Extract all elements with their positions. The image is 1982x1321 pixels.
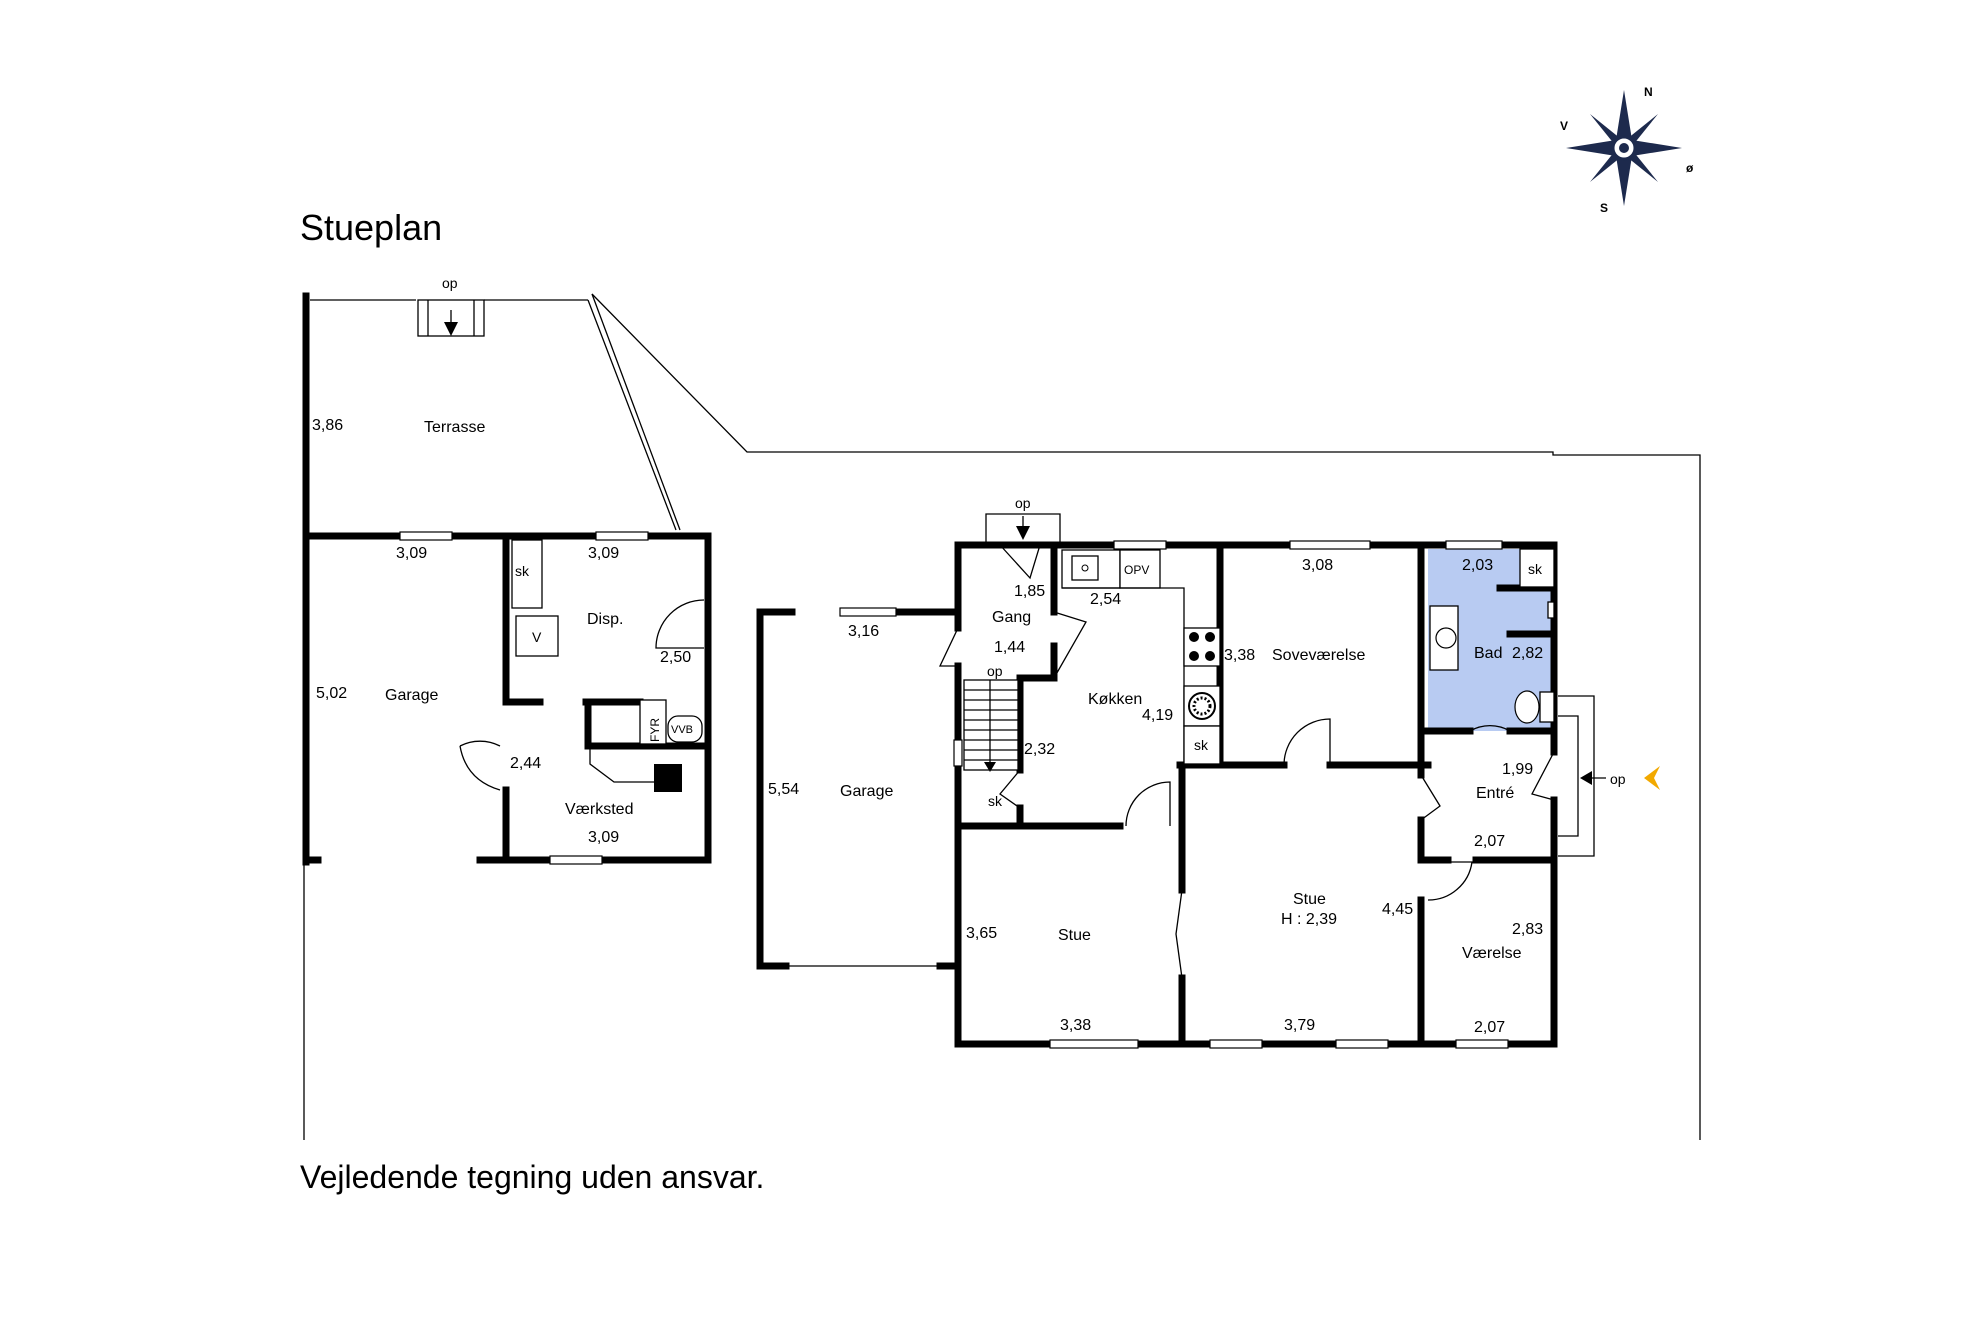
window [1049,1039,1139,1049]
sk-label-gang: sk [988,793,1003,809]
dim-vaerelse-h: 2,83 [1512,921,1543,938]
dim-vaerksted-h: 2,44 [510,755,541,772]
room-label-disp: Disp. [587,611,623,628]
dim-koekken-h: 4,19 [1142,707,1173,724]
window [1289,540,1371,550]
middle-garage-walls [756,608,962,970]
sk-label-bad: sk [1528,561,1543,577]
compass-west-label: V [1560,119,1568,133]
room-label-bad: Bad [1474,645,1502,662]
kitchen-fixtures [1061,549,1221,765]
compass-east-label: ø [1686,161,1694,175]
plot-boundary [303,293,1701,1140]
dim-bad-h: 2,82 [1512,645,1543,662]
dim-garage-l-top: 3,09 [396,545,427,562]
room-label-sovevaerelse: Soveværelse [1272,647,1365,664]
window [839,607,897,617]
room-label-garage-mid: Garage [840,783,893,800]
workshop-fixtures [511,539,703,792]
room-label-terrasse: Terrasse [424,419,485,436]
op-label-entry: op [1610,771,1626,787]
op-label-gang: op [1015,495,1031,511]
sk-label-disp: sk [515,563,530,579]
dim-terrasse-h: 3,86 [312,417,343,434]
dim-gang-h: 1,44 [994,639,1025,656]
dim-stair-h: 2,32 [1024,741,1055,758]
dim-sove-w: 3,08 [1302,557,1333,574]
room-label-stue-left: Stue [1058,927,1091,944]
vvb-label: VVB [671,724,693,736]
doors-main [938,544,1555,979]
compass-rose-icon [1566,90,1682,206]
dim-vaerksted-bottom: 3,09 [588,829,619,846]
dim-garage-m-h: 5,54 [768,781,799,798]
dim-koekken-w: 2,54 [1090,591,1121,608]
gang-steps [985,513,1061,545]
op-label-stair: op [987,663,1003,679]
dim-disp-top: 3,09 [588,545,619,562]
window [1209,1039,1263,1049]
dim-disp-h: 2,50 [660,649,691,666]
room-label-entre: Entré [1476,785,1514,802]
dim-stue-l-h: 3,65 [966,925,997,942]
entry-steps [1558,695,1595,857]
disclaimer-note: Vejledende tegning uden ansvar. [300,1159,764,1195]
dim-sove-h: 3,38 [1224,647,1255,664]
left-building-walls [302,292,712,866]
bath-fixtures [1429,548,1555,724]
op-label-terrasse: op [442,275,458,291]
window [1335,1039,1389,1049]
dim-garage-m-top: 3,16 [848,623,879,640]
fyr-label: FYR [648,718,662,742]
sk-label-kitchen: sk [1194,737,1209,753]
v-label: V [532,629,542,645]
dim-entre-h: 1,99 [1502,761,1533,778]
opv-label: OPV [1124,563,1149,577]
dim-bad-w: 2,03 [1462,557,1493,574]
window [1113,540,1167,550]
room-label-stue-main: Stue [1293,891,1326,908]
dim-stue-l-w: 3,38 [1060,1017,1091,1034]
stair [963,679,1019,772]
window [595,531,649,541]
compass-north-label: N [1644,85,1653,99]
dim-stue-m-h: 4,45 [1382,901,1413,918]
room-label-garage-left: Garage [385,687,438,704]
room-label-vaerelse: Værelse [1462,945,1522,962]
dim-garage-l-h: 5,02 [316,685,347,702]
compass-south-label: S [1600,201,1608,215]
entry-arrow-icon [1644,766,1660,790]
dim-gang-w: 1,85 [1014,583,1045,600]
doors-left [459,599,705,791]
room-label-vaerksted: Værksted [565,801,633,818]
room-label-koekken: Køkken [1088,691,1142,708]
window [549,855,603,865]
room-label-gang: Gang [992,609,1031,626]
dim-stue-m-w: 3,79 [1284,1017,1315,1034]
window [1455,1039,1509,1049]
window [1445,540,1503,550]
dim-vaerelse-w: 2,07 [1474,1019,1505,1036]
plan-title: Stueplan [300,207,442,248]
window [953,739,963,767]
window [399,531,453,541]
dim-entre-w: 2,07 [1474,833,1505,850]
room-label-stue-height: H : 2,39 [1281,911,1337,928]
op-arrows [444,310,1606,785]
